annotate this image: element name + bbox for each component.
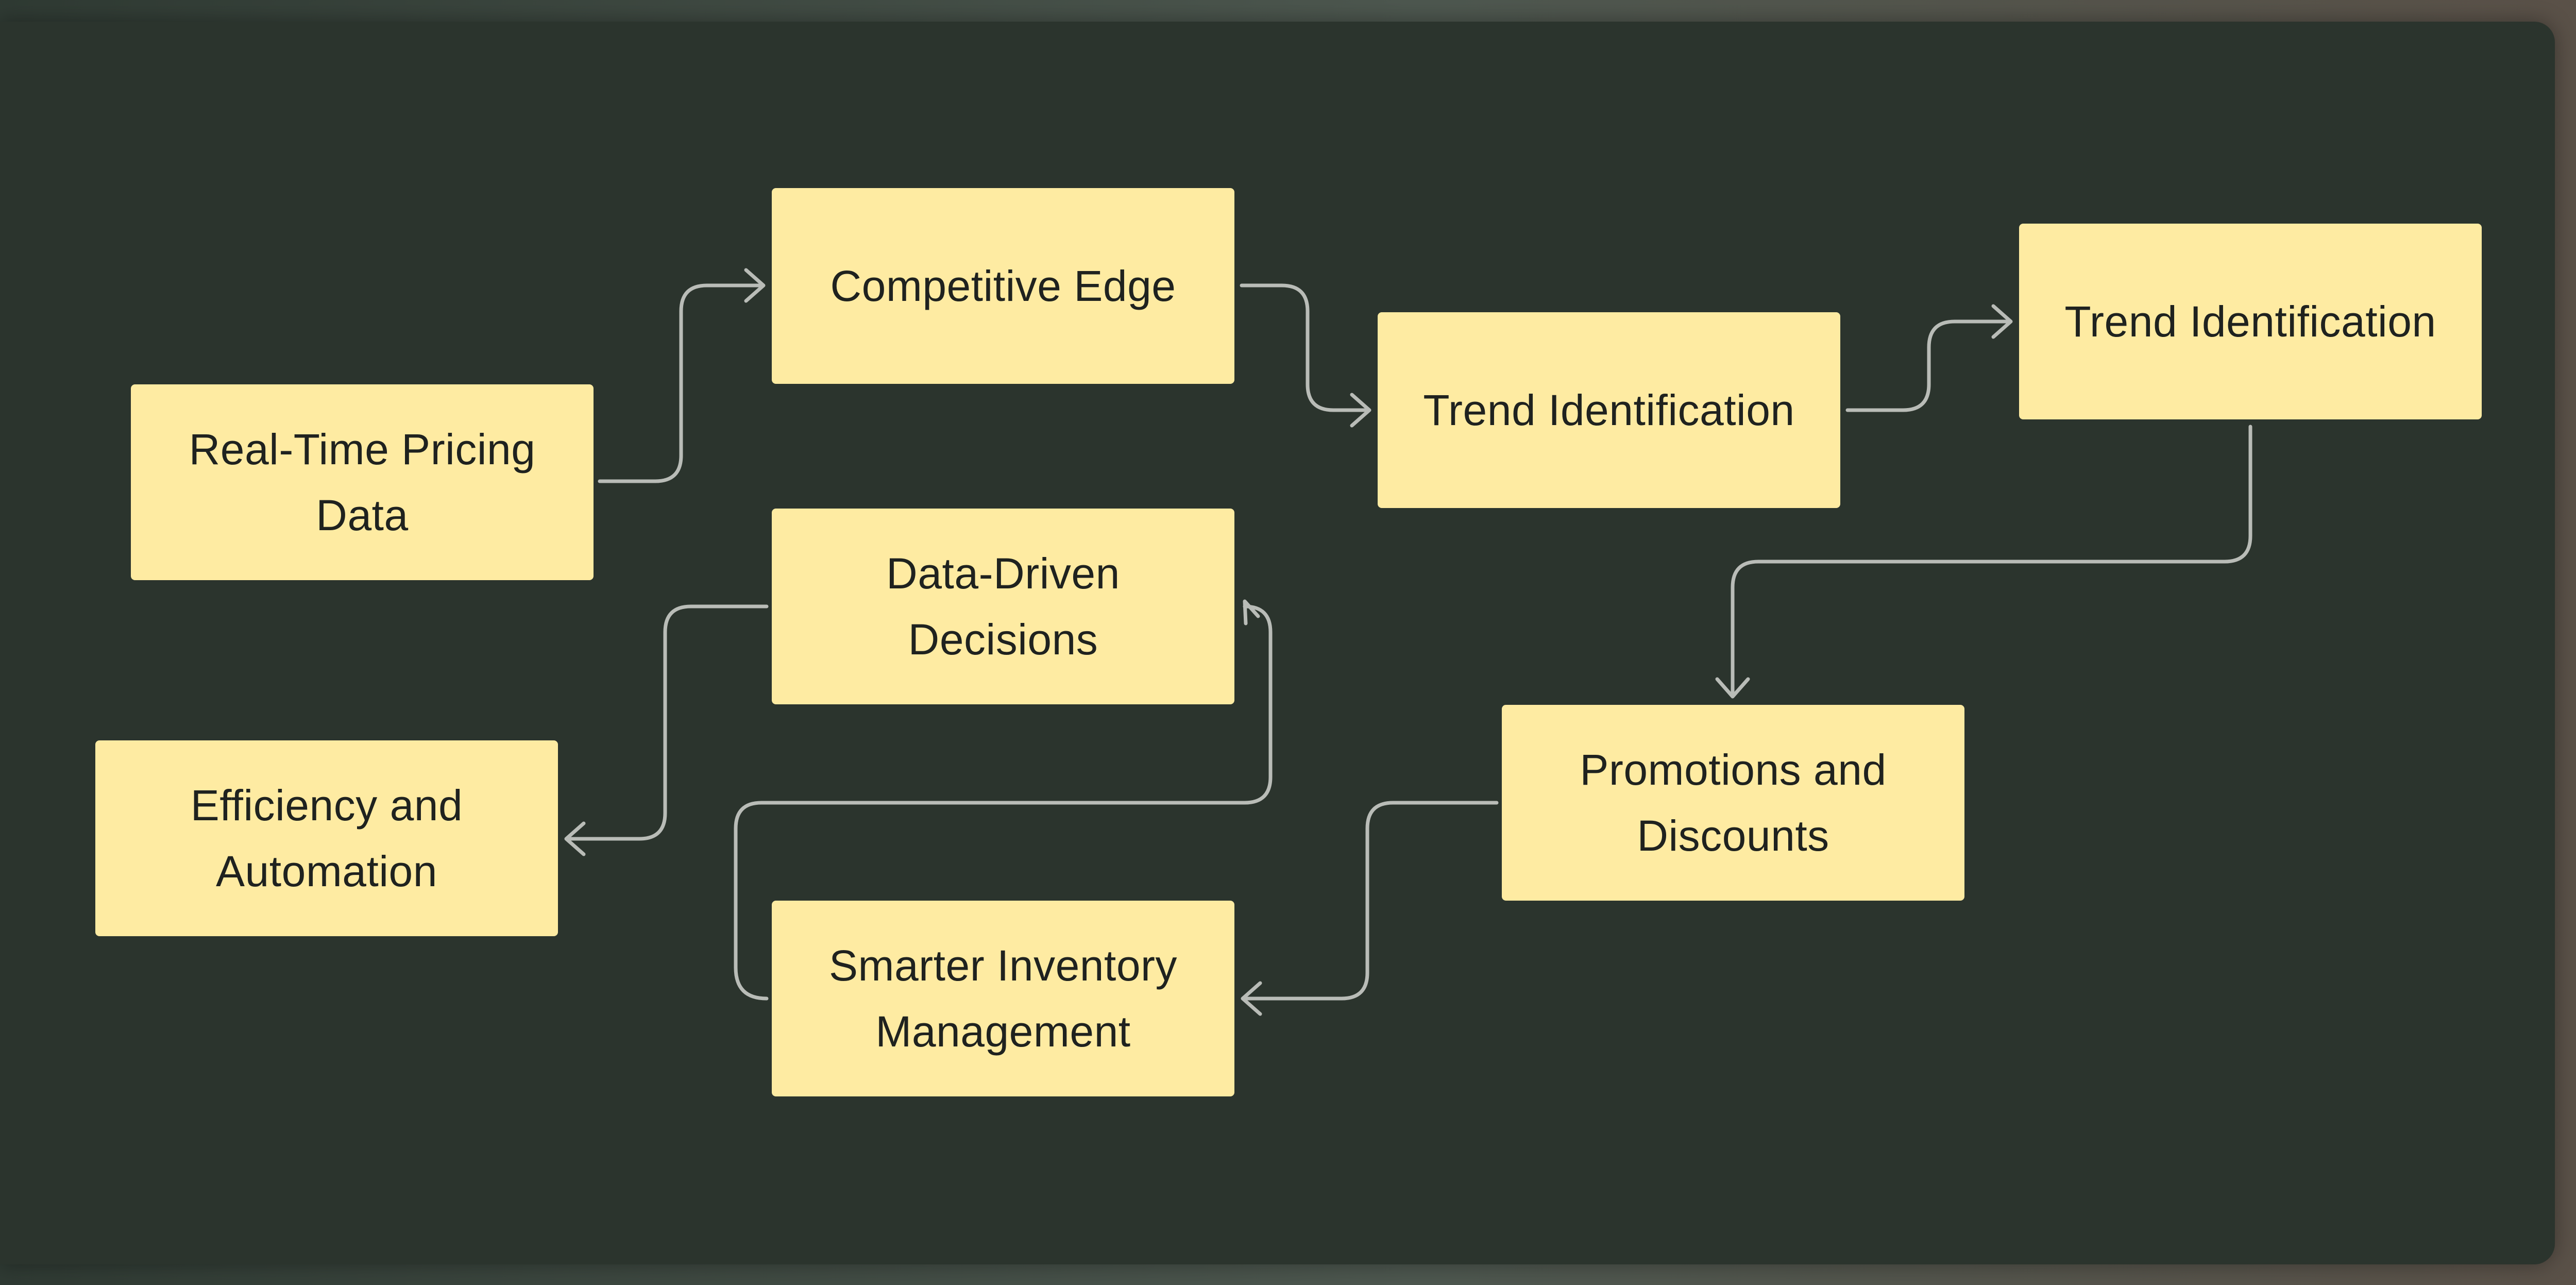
node-label: Competitive Edge <box>830 262 1176 310</box>
node-data-driven-decisions[interactable]: Data-Driven Decisions <box>772 509 1234 704</box>
node-label: Real-Time Pricing Data <box>189 425 536 539</box>
node-label: Efficiency and Automation <box>190 781 463 895</box>
node-label: Trend Identification <box>1423 386 1795 434</box>
diagram-canvas <box>0 22 2555 1264</box>
node-competitive-edge[interactable]: Competitive Edge <box>772 188 1234 384</box>
node-label: Data-Driven Decisions <box>886 549 1120 664</box>
node-label: Smarter Inventory Management <box>828 941 1178 1056</box>
node-label: Trend Identification <box>2064 297 2436 346</box>
node-promotions-and-discounts[interactable]: Promotions and Discounts <box>1502 705 1964 901</box>
node-real-time-pricing-data[interactable]: Real-Time Pricing Data <box>131 384 594 580</box>
node-label: Promotions and Discounts <box>1580 746 1887 860</box>
node-smarter-inventory-management[interactable]: Smarter Inventory Management <box>772 901 1234 1096</box>
node-efficiency-and-automation[interactable]: Efficiency and Automation <box>95 740 558 936</box>
node-trend-identification-1[interactable]: Trend Identification <box>1378 312 1840 508</box>
node-trend-identification-2[interactable]: Trend Identification <box>2019 224 2482 419</box>
